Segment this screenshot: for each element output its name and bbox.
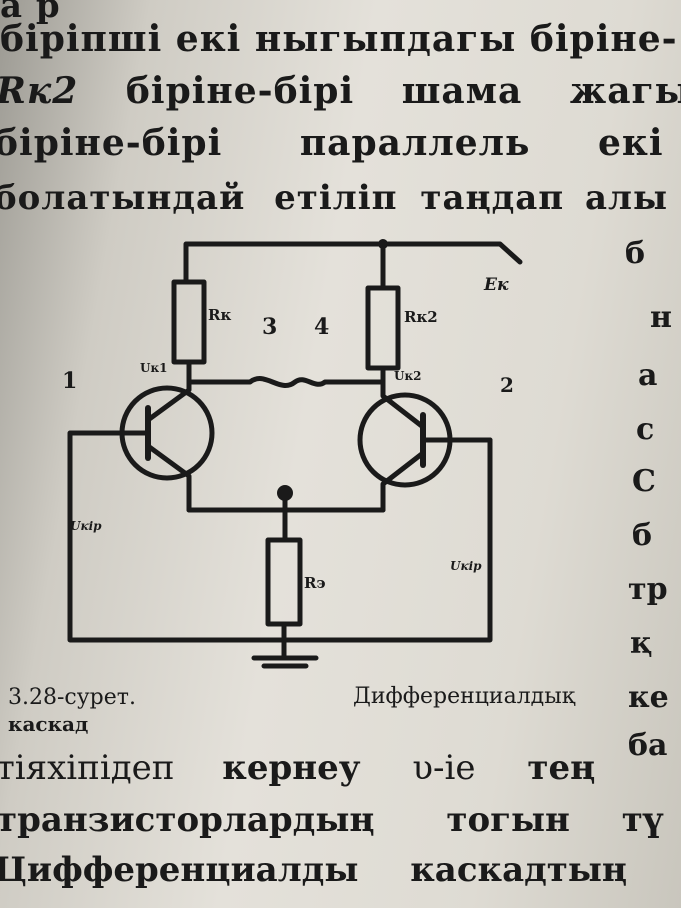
- body-line-3: Цифференциалды каскадтың: [0, 850, 627, 890]
- word: тең: [527, 748, 596, 788]
- word: тогын: [446, 800, 570, 840]
- caption-title: Дифференциалдық: [353, 684, 576, 709]
- resistor-rk2: [365, 285, 401, 371]
- top-fragment-text: а р: [0, 0, 61, 26]
- text-line-2: Rк2 біріне-бірі шама жагын: [0, 70, 681, 112]
- body-line-2: транзисторлардың тогын тү: [0, 800, 663, 840]
- load-link-wire: [186, 376, 386, 388]
- label-ek: Ек: [483, 275, 509, 295]
- word: болатындай: [0, 178, 246, 218]
- top-fragment: а р: [0, 0, 61, 26]
- word: етіліп: [274, 178, 398, 218]
- text-line-4: болатындай етіліп таңдап алы: [0, 178, 668, 218]
- ground-symbol: [251, 655, 319, 669]
- input1-wire: [67, 430, 287, 643]
- right-fragment: қ: [630, 626, 653, 661]
- label-re: Rэ: [304, 574, 326, 592]
- word: біріне-бірі: [125, 70, 355, 112]
- right-fragment: ба: [628, 728, 668, 763]
- caption-number: 3.28-сурет.: [8, 685, 136, 710]
- label-rk1: Rк: [208, 306, 231, 324]
- text-line-3: біріне-бірі параллель екі т: [0, 122, 681, 164]
- node-label-1: 1: [62, 368, 77, 394]
- caption-title-line2: каскад: [8, 712, 89, 736]
- right-fragment: н: [650, 300, 672, 335]
- right-fragment: ке: [628, 680, 669, 715]
- emitter-node-dot: [277, 485, 293, 501]
- word: параллель: [299, 122, 531, 164]
- right-fragment: тр: [628, 572, 668, 607]
- supply-rail-wire: [183, 241, 523, 285]
- label-uk2: Uк2: [394, 369, 421, 383]
- node-label-2: 2: [500, 373, 514, 397]
- word: тіяхіпідеп: [0, 748, 175, 788]
- word: тү: [621, 800, 663, 840]
- label-uin2: Uкір: [450, 559, 482, 573]
- word: транзисторлардың: [0, 800, 375, 840]
- input2-wire: [281, 437, 493, 643]
- right-fragment: б: [632, 518, 653, 553]
- text-line-1: біріпші екі ныгыпдагы біріне-: [0, 18, 678, 60]
- rail-node-dot: [378, 239, 388, 249]
- word: Цифференциалды: [0, 850, 359, 890]
- text-line-1-text: біріпші екі ныгыпдагы біріне-: [0, 18, 678, 60]
- label-uk1: Uк1: [140, 361, 167, 375]
- resistor-rk1: [171, 279, 207, 365]
- word: екі: [598, 122, 664, 164]
- word: кернеу: [222, 748, 361, 788]
- label-rk2: Rк2: [404, 308, 438, 326]
- word: каскадтың: [410, 850, 628, 890]
- word: таңдап: [420, 178, 565, 218]
- resistor-re: [265, 537, 303, 627]
- node-label-3: 3: [262, 314, 277, 340]
- word: жагын: [569, 70, 681, 112]
- label-uin1: Uкір: [70, 519, 102, 533]
- right-fragment: б: [625, 236, 646, 271]
- word: Rк2: [0, 70, 79, 112]
- right-fragment: а: [638, 358, 658, 393]
- right-fragment: С: [632, 464, 656, 499]
- node-label-4: 4: [314, 314, 329, 340]
- body-line-1: тіяхіпідеп кернеу υ-іе тең: [0, 748, 595, 788]
- figure-caption: 3.28-сурет. Дифференциалдық каскад: [8, 684, 575, 736]
- word: υ-іе: [412, 748, 476, 788]
- word: біріне-бірі: [0, 122, 223, 164]
- word: шама: [401, 70, 523, 112]
- right-fragment: с: [636, 412, 655, 447]
- word: алы: [585, 178, 669, 218]
